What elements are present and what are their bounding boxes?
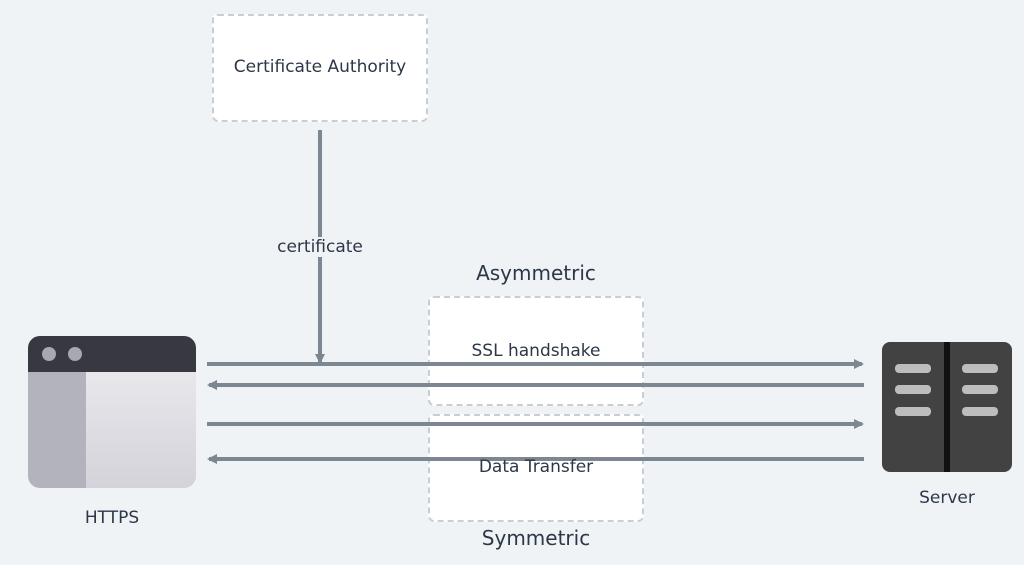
server-slot (895, 385, 931, 394)
certificate-edge-label: certificate (262, 237, 378, 257)
data-transfer-box (428, 414, 644, 522)
window-dot (42, 347, 56, 361)
window-dot (68, 347, 82, 361)
server-label: Server (919, 488, 975, 508)
certificate-authority-label: Certificate Authority (233, 57, 407, 77)
server-slot (962, 407, 998, 416)
server-slot (962, 364, 998, 373)
client-label: HTTPS (84, 508, 140, 528)
certificate-authority-box (212, 14, 428, 122)
browser-title-bar (28, 336, 196, 372)
server-slot (895, 364, 931, 373)
ssl-handshake-box (428, 296, 644, 406)
browser-window-icon (28, 336, 196, 488)
asymmetric-title: Asymmetric (476, 261, 596, 285)
browser-content (86, 372, 196, 488)
server-rack-icon (882, 342, 1012, 472)
data-transfer-label: Data Transfer (478, 457, 594, 477)
browser-sidebar (28, 372, 86, 488)
server-slot (962, 385, 998, 394)
server-divider (944, 342, 950, 472)
ssl-handshake-label: SSL handshake (471, 341, 601, 361)
server-slot (895, 407, 931, 416)
symmetric-title: Symmetric (481, 526, 591, 550)
